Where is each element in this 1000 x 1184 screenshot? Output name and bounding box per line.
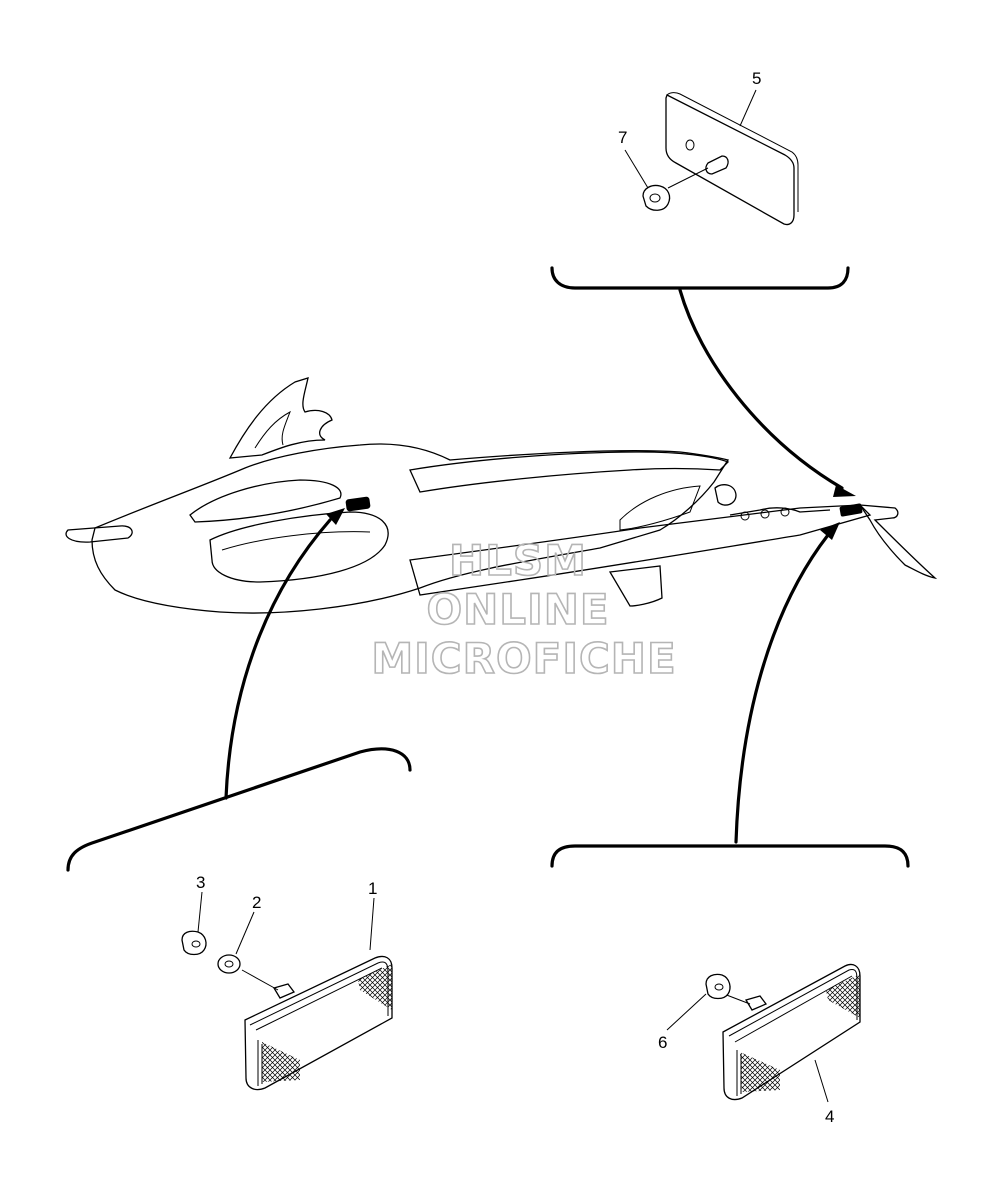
callout-6: 6 [658, 1033, 667, 1052]
watermark-line-3: MICROFICHE [371, 634, 676, 683]
callout-1: 1 [368, 879, 377, 898]
callout-labels: 1 2 3 4 5 6 7 [196, 69, 834, 1126]
watermark-line-1: HLSM [449, 536, 587, 585]
callout-4: 4 [825, 1107, 834, 1126]
watermark: HLSM ONLINE MICROFICHE [371, 535, 677, 684]
detail-frames [66, 266, 910, 872]
part-4-reflector-assembly [705, 963, 861, 1101]
watermark-line-2: ONLINE [426, 585, 609, 634]
callout-7: 7 [618, 128, 627, 147]
part-1-reflector-assembly [181, 930, 393, 1091]
part-5-plate-reflector [642, 92, 799, 226]
callout-leaders [197, 89, 829, 1103]
callout-3: 3 [196, 873, 205, 892]
callout-5: 5 [752, 69, 761, 88]
callout-2: 2 [252, 893, 261, 912]
leader-arrows [224, 288, 856, 844]
